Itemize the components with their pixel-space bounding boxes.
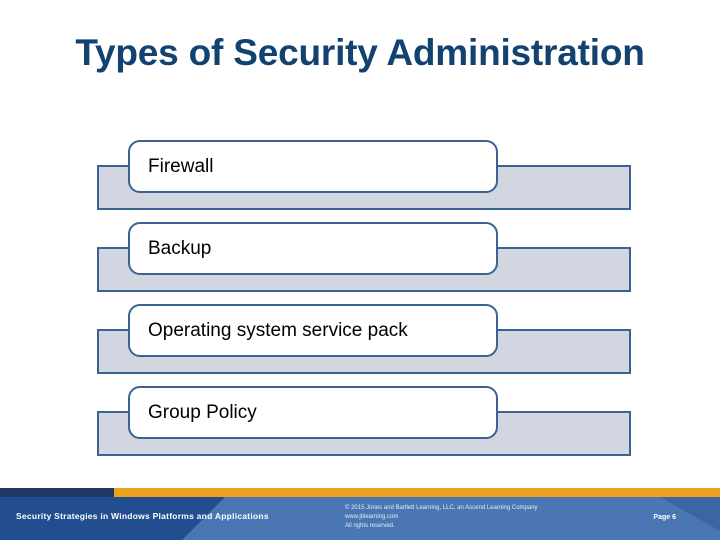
list-item-pill[interactable]: Group Policy <box>128 386 498 439</box>
footer-page-number: Page 6 <box>653 514 676 521</box>
slide-footer: Security Strategies in Windows Platforms… <box>0 488 720 540</box>
list-item-label: Group Policy <box>148 402 257 423</box>
list-item[interactable]: Group Policy <box>0 376 720 466</box>
list-item-label: Operating system service pack <box>148 320 408 341</box>
copyright-line-3: All rights reserved. <box>345 523 395 529</box>
list-item-pill[interactable]: Operating system service pack <box>128 304 498 357</box>
list-item[interactable]: Firewall <box>0 130 720 220</box>
copyright-line-1: © 2015 Jones and Bartlett Learning, LLC,… <box>345 505 538 511</box>
page-title: Types of Security Administration <box>75 32 645 73</box>
footer-course-title: Security Strategies in Windows Platforms… <box>16 511 269 521</box>
footer-copyright: © 2015 Jones and Bartlett Learning, LLC,… <box>345 504 538 531</box>
list-item-pill[interactable]: Firewall <box>128 140 498 193</box>
footer-dark-wedge <box>0 497 225 540</box>
list-item-label: Backup <box>148 238 212 259</box>
list-item-label: Firewall <box>148 156 214 177</box>
footer-navy-tab <box>0 488 114 497</box>
copyright-line-2: www.jblearning.com <box>345 514 399 520</box>
footer-gold-accent-bar <box>114 488 720 497</box>
list-item[interactable]: Backup <box>0 212 720 302</box>
footer-band: Security Strategies in Windows Platforms… <box>0 497 720 540</box>
list-item-pill[interactable]: Backup <box>128 222 498 275</box>
list-item[interactable]: Operating system service pack <box>0 294 720 384</box>
